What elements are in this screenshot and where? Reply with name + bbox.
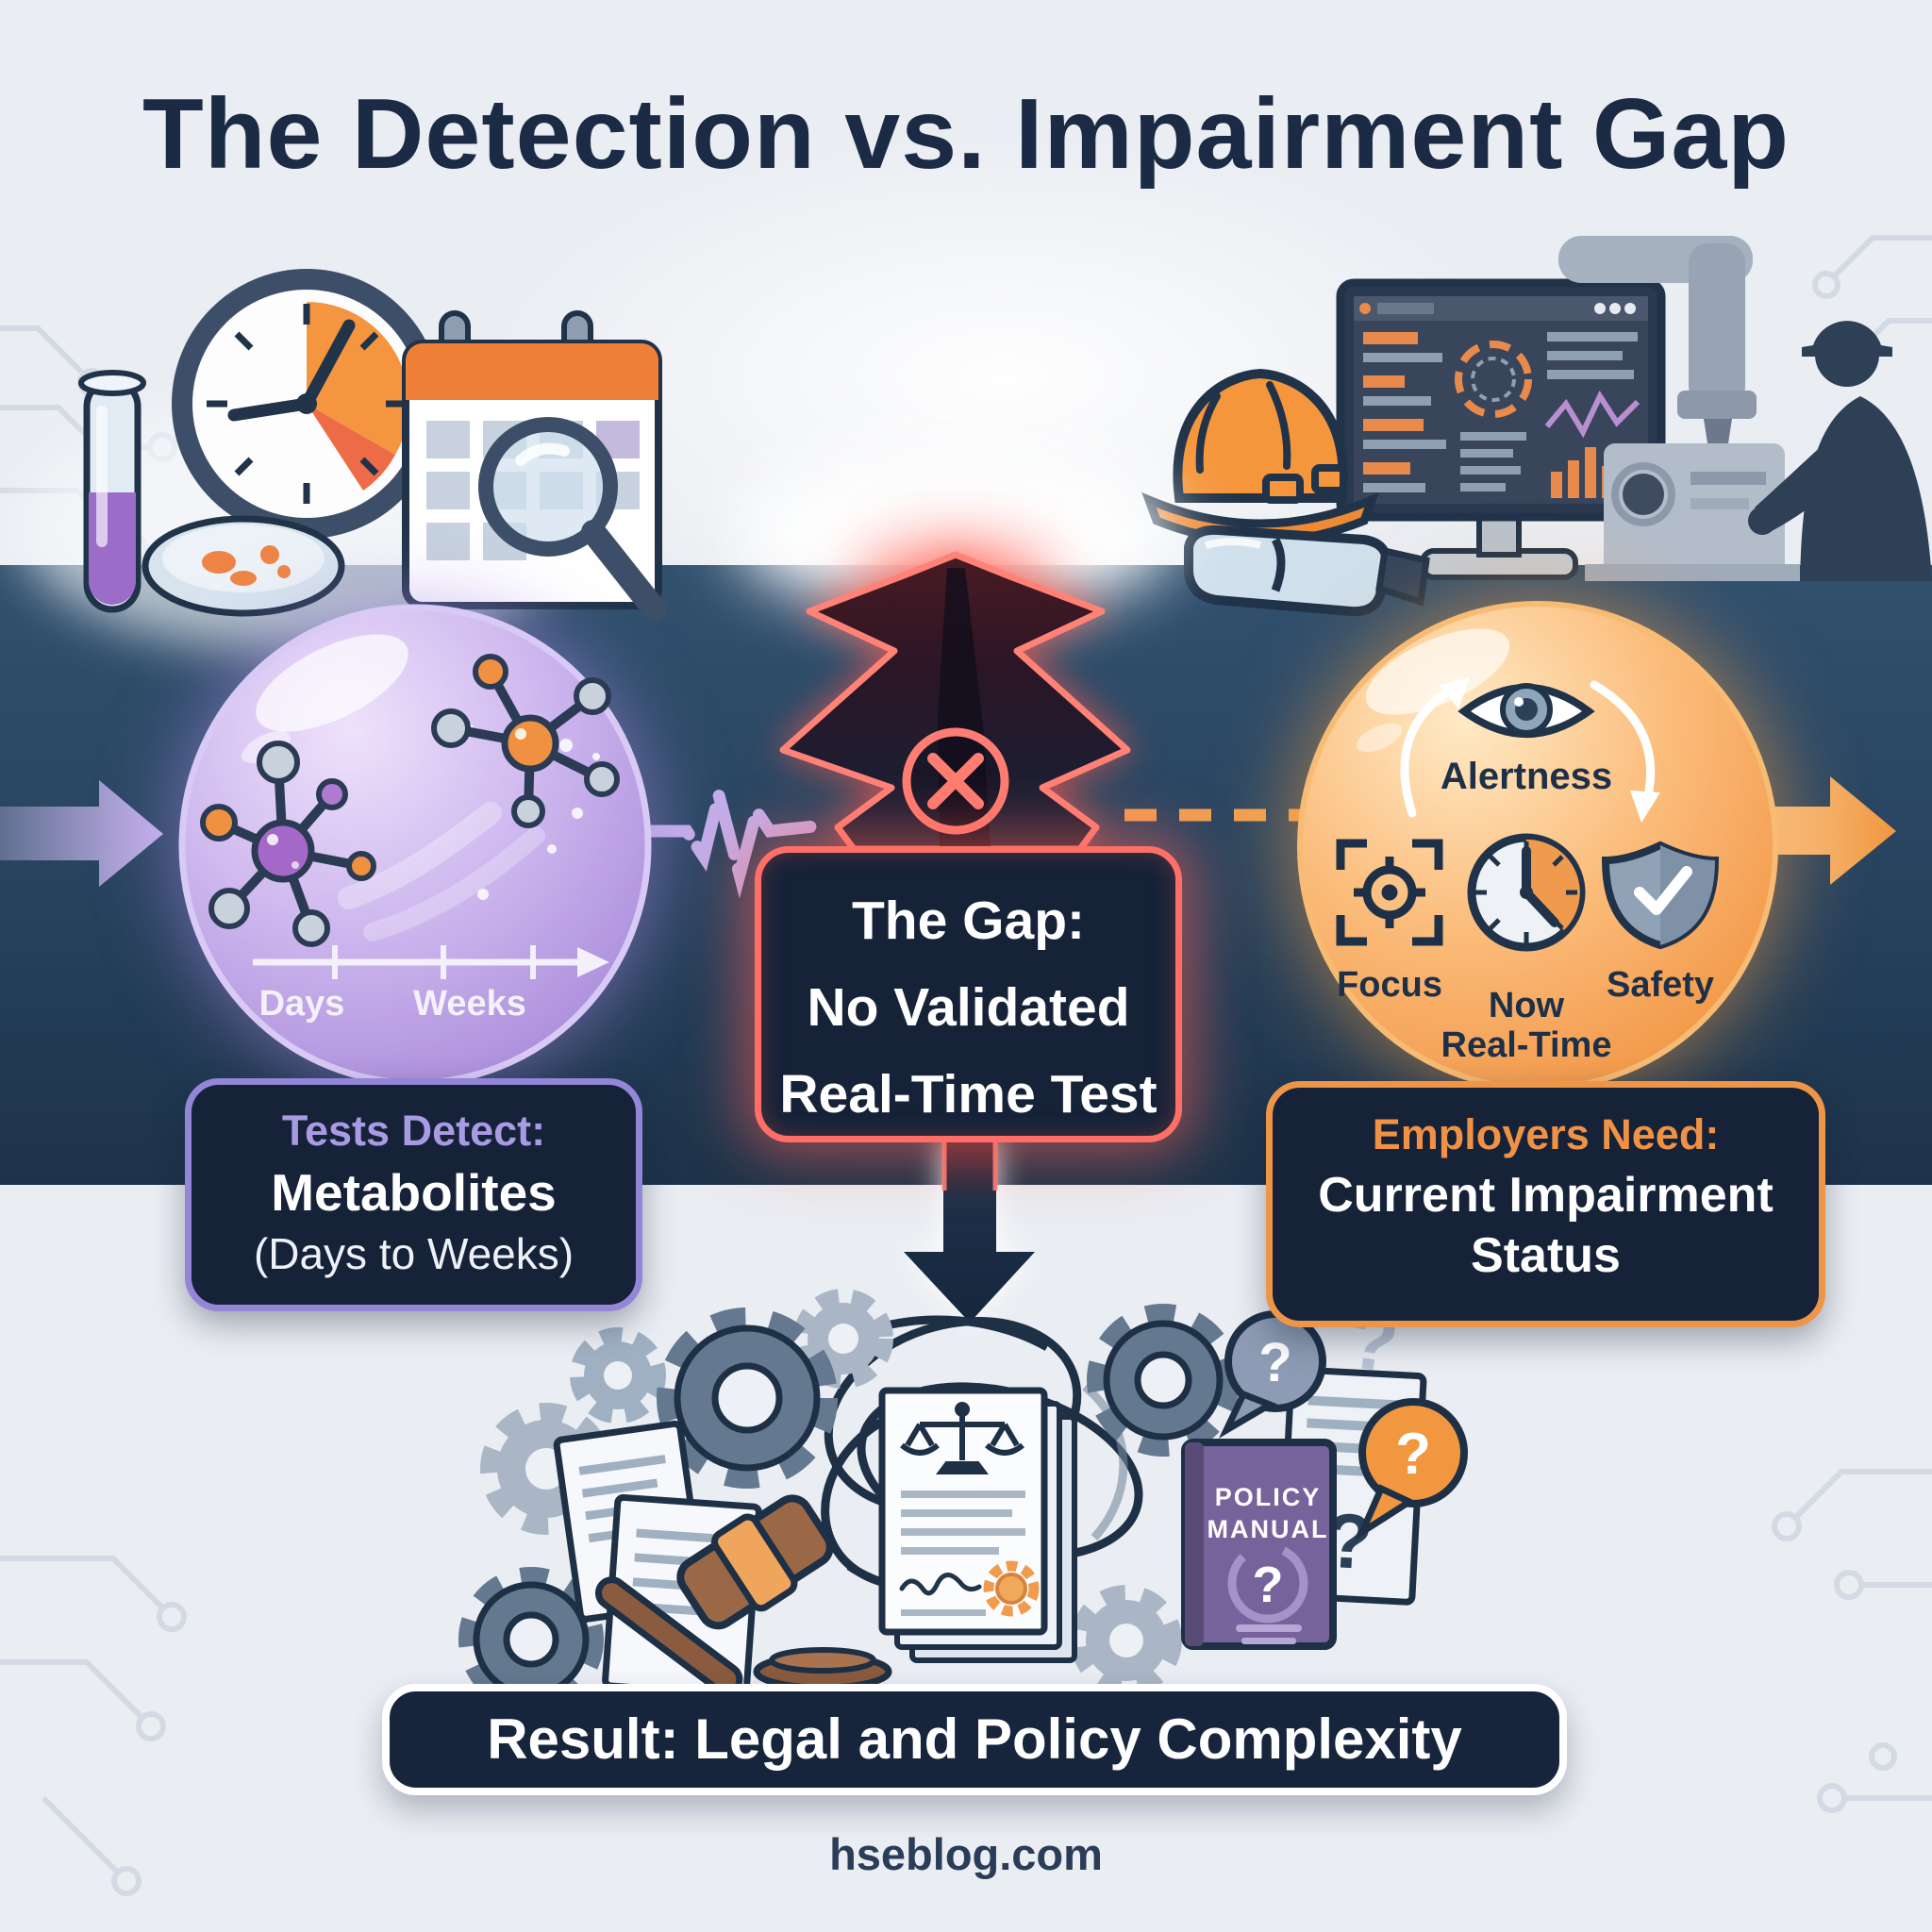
focus-label: Focus	[1337, 965, 1442, 1005]
realtime-clock-icon	[1467, 833, 1586, 952]
legal-document-icon	[878, 1387, 1077, 1663]
policy-manual-icon: POLICY MANUAL ?	[1181, 1439, 1337, 1650]
realtime-label: Real-Time	[1441, 1025, 1612, 1065]
impairment-bubble: Alertness Focus	[1297, 601, 1778, 1091]
alertness-label: Alertness	[1441, 756, 1612, 797]
cycle-arrow-icon	[1400, 677, 1660, 823]
safety-goggles-icon	[1184, 525, 1430, 617]
employers-need-line2: Status	[1471, 1228, 1621, 1283]
detection-bubble: Days Weeks	[178, 604, 652, 1087]
workplace-monitoring-illustration	[1141, 236, 1932, 617]
x-mark-icon	[902, 727, 1009, 835]
worker-silhouette	[1748, 321, 1932, 581]
seal-icon	[983, 1560, 1040, 1617]
eye-icon	[1457, 683, 1595, 738]
gap-callout-box: The Gap: No Validated Real-Time Test	[755, 846, 1182, 1142]
result-box: Result: Legal and Policy Complexity	[382, 1684, 1567, 1795]
metabolite-molecule-icon	[431, 654, 620, 828]
timeline-weeks-label: Weeks	[413, 984, 526, 1024]
gear-icon	[570, 1327, 666, 1424]
page-title: The Detection vs. Impairment Gap	[142, 78, 1790, 190]
employers-need-line1: Current Impairment	[1318, 1168, 1774, 1223]
manual-question-mark: ?	[1253, 1557, 1284, 1613]
question-bubble-icon: ?	[1355, 1398, 1468, 1541]
gap-line1: The Gap:	[851, 891, 1085, 951]
gear-icon	[657, 1307, 838, 1489]
result-label: Result: Legal and Policy Complexity	[487, 1707, 1462, 1771]
question-bubble-icon: ?	[1218, 1310, 1326, 1439]
legal-policy-complexity-cluster: ? POLICY MANUAL ? ? ?	[458, 1289, 1468, 1712]
gear-icon	[1087, 1304, 1240, 1457]
detection-flow-arrow	[0, 780, 163, 887]
employers-need-heading: Employers Need:	[1372, 1110, 1720, 1158]
impairment-flow-arrow	[1764, 776, 1896, 885]
shield-check-icon	[1601, 841, 1720, 950]
magnifier-icon	[478, 417, 667, 622]
circuit-pattern	[0, 235, 1932, 1896]
employers-need-box: Employers Need: Current Impairment Statu…	[1266, 1081, 1825, 1327]
tests-detect-line1: Metabolites	[271, 1163, 557, 1222]
metabolite-molecule-icon	[200, 741, 376, 947]
detection-timeline: Days Weeks	[253, 945, 609, 1024]
lab-testing-illustration	[19, 269, 667, 651]
gap-line3: Real-Time Test	[779, 1064, 1158, 1124]
site-credit: hseblog.com	[829, 1829, 1103, 1879]
tests-detect-box: Tests Detect: Metabolites (Days to Weeks…	[185, 1078, 642, 1311]
policy-manual-title-line2: MANUAL	[1208, 1515, 1329, 1543]
now-label: Now	[1489, 986, 1565, 1025]
orange-bubble-question-mark: ?	[1395, 1422, 1431, 1487]
bubble-question-mark: ?	[1258, 1332, 1291, 1393]
gap-line2: No Validated	[807, 977, 1130, 1038]
signature-scribble	[899, 1573, 982, 1596]
gap-crack-icon	[734, 454, 1177, 853]
petri-dish-icon	[142, 515, 345, 617]
hard-hat-icon	[1141, 368, 1379, 546]
decay-wave-line	[624, 793, 829, 899]
test-tube-icon	[78, 370, 146, 613]
gap-down-arrow	[904, 1132, 1035, 1323]
policy-manual-title-line1: POLICY	[1215, 1483, 1322, 1511]
tests-detect-heading: Tests Detect:	[281, 1107, 546, 1155]
detection-clock-icon	[172, 269, 441, 539]
gear-icon	[1071, 1585, 1182, 1696]
scales-icon	[900, 1402, 1024, 1474]
safety-label: Safety	[1607, 965, 1714, 1005]
dashboard-monitor-icon	[1336, 278, 1666, 580]
focus-icon	[1336, 839, 1443, 946]
timeline-days-label: Days	[259, 984, 345, 1024]
tests-detect-line2: (Days to Weeks)	[253, 1229, 575, 1278]
analyzer-machine-icon	[1558, 236, 1800, 581]
